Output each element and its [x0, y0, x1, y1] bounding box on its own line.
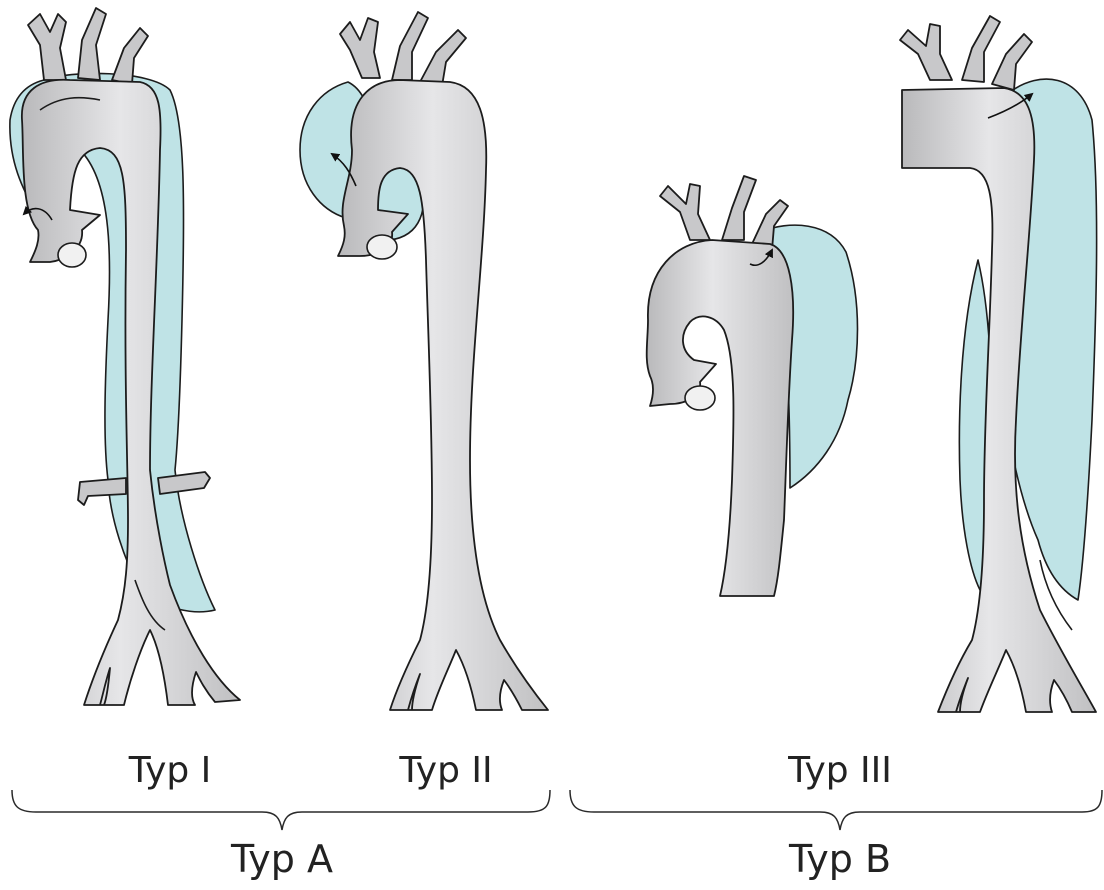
label-type-1: Typ I [128, 750, 212, 791]
branch-vessel [28, 14, 66, 80]
aorta-true-lumen-type-3-short [647, 240, 793, 596]
valve-leaflet [685, 386, 715, 410]
label-type-2: Typ II [398, 750, 492, 791]
branch-vessel [420, 30, 466, 86]
branch-vessel [962, 16, 1000, 82]
valve-leaflet [367, 235, 397, 259]
branch-vessel [660, 184, 710, 240]
label-type-3: Typ III [787, 750, 892, 791]
aorta-type-1 [10, 8, 240, 705]
aorta-true-lumen-type-2 [338, 80, 548, 710]
branch-vessel [340, 18, 380, 78]
brace-type-b [570, 790, 1102, 830]
branch-vessel [900, 24, 952, 80]
branch-vessel [992, 34, 1032, 90]
branch-vessel [112, 28, 148, 84]
brace-type-a [12, 790, 550, 830]
aorta-type-3-short [647, 176, 858, 596]
valve-leaflet [58, 243, 86, 267]
label-type-a: Typ A [230, 837, 333, 881]
branch-vessel [78, 8, 106, 80]
aorta-type-3-long [900, 16, 1097, 712]
branch-vessel [392, 12, 428, 80]
label-type-b: Typ B [788, 837, 891, 881]
branch-vessel [722, 176, 756, 240]
aorta-type-2 [300, 12, 548, 710]
